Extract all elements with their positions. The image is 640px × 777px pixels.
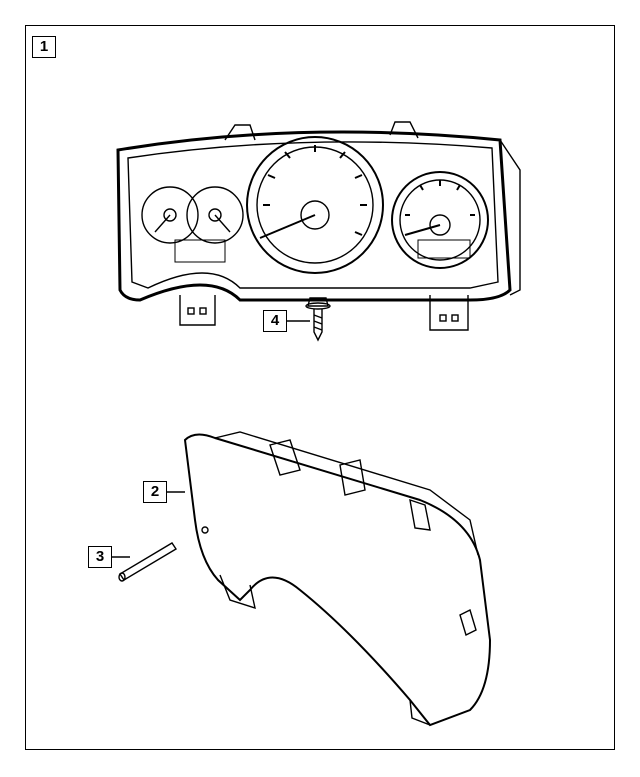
- callout-4: 4: [263, 310, 287, 332]
- diagram-frame: [25, 25, 615, 750]
- callout-2: 2: [143, 481, 167, 503]
- callout-3: 3: [88, 546, 112, 568]
- callout-1: 1: [32, 36, 56, 58]
- instrument-cluster: [116, 121, 521, 331]
- screw: [305, 297, 331, 342]
- cluster-bezel: [183, 431, 492, 727]
- pin: [118, 542, 177, 582]
